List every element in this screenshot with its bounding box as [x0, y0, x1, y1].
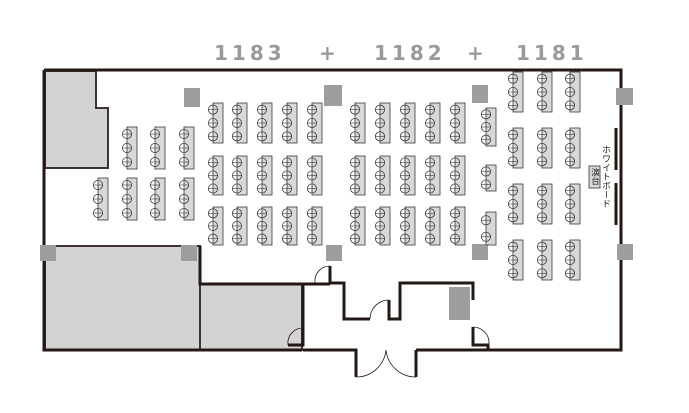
door-swing — [472, 326, 490, 345]
podium-label: 演台 — [590, 167, 600, 186]
table-with-chairs — [306, 206, 323, 246]
table-with-chairs — [349, 206, 366, 246]
table-with-chairs — [231, 102, 248, 144]
table-with-chairs — [281, 102, 298, 144]
table-with-chairs — [399, 155, 416, 196]
table-with-chairs — [480, 164, 497, 192]
table-with-chairs — [480, 211, 497, 246]
tables — [93, 71, 581, 281]
table-with-chairs — [207, 206, 224, 246]
table-with-chairs — [537, 239, 553, 281]
storage-room-bottom-middle — [199, 283, 303, 351]
table-with-chairs — [449, 206, 466, 246]
column — [472, 244, 488, 260]
whiteboard-label: ホワイトボード — [600, 145, 611, 208]
doors — [287, 265, 490, 378]
table-with-chairs — [231, 155, 248, 196]
table-with-chairs — [178, 126, 195, 170]
table-with-chairs — [374, 206, 391, 246]
table-with-chairs — [480, 107, 497, 147]
column — [181, 245, 197, 261]
room-separator: + — [467, 41, 488, 65]
table-with-chairs — [374, 102, 391, 144]
table-with-chairs — [281, 206, 298, 246]
table-with-chairs — [281, 155, 298, 196]
podium — [588, 165, 601, 189]
table-with-chairs — [349, 155, 366, 196]
table-with-chairs — [507, 183, 524, 225]
room-label-1182: 1182 — [374, 41, 446, 65]
columns — [40, 85, 633, 261]
table-with-chairs — [565, 71, 581, 113]
table — [485, 164, 497, 192]
table-with-chairs — [122, 177, 138, 221]
table-with-chairs — [306, 102, 323, 144]
table-with-chairs — [349, 102, 366, 144]
table-with-chairs — [93, 177, 109, 221]
table-with-chairs — [122, 126, 138, 170]
table-with-chairs — [449, 102, 466, 144]
table-with-chairs — [449, 155, 466, 196]
table-with-chairs — [424, 155, 441, 196]
table-with-chairs — [399, 102, 416, 144]
table-with-chairs — [149, 126, 166, 170]
table-with-chairs — [565, 239, 581, 281]
room-label-1183: 1183 — [214, 41, 286, 65]
walls — [42, 68, 623, 377]
cabinet — [449, 287, 470, 320]
door-swing — [369, 299, 390, 320]
storage-room-top-left — [44, 70, 109, 169]
table-with-chairs — [537, 71, 553, 113]
table-with-chairs — [537, 183, 553, 225]
table-with-chairs — [178, 177, 195, 221]
room-label-1181: 1181 — [516, 41, 588, 65]
table-with-chairs — [256, 155, 273, 196]
table-with-chairs — [231, 206, 248, 246]
column — [40, 245, 56, 261]
column — [326, 245, 342, 261]
table-with-chairs — [306, 155, 323, 196]
table-with-chairs — [507, 239, 524, 281]
table-with-chairs — [207, 155, 224, 196]
table-with-chairs — [424, 102, 441, 144]
column — [184, 88, 200, 107]
table-with-chairs — [507, 127, 524, 169]
column — [324, 85, 342, 106]
table-with-chairs — [256, 206, 273, 246]
door-swing — [287, 327, 304, 346]
table-with-chairs — [207, 102, 224, 144]
table-with-chairs — [374, 155, 391, 196]
table-with-chairs — [149, 177, 166, 221]
table-with-chairs — [565, 183, 581, 225]
table-with-chairs — [256, 102, 273, 144]
entrance-door-left — [355, 349, 387, 378]
door-swing — [314, 265, 331, 284]
column — [616, 88, 633, 105]
column — [617, 244, 633, 260]
storage-room-bottom-left — [44, 245, 201, 351]
table-with-chairs — [424, 206, 441, 246]
table-with-chairs — [399, 206, 416, 246]
table — [485, 211, 497, 246]
entrance-door-right — [385, 349, 417, 378]
table-with-chairs — [565, 127, 581, 169]
room-separator: + — [319, 41, 340, 65]
column — [472, 85, 488, 103]
table-with-chairs — [507, 71, 524, 113]
table-with-chairs — [537, 127, 553, 169]
